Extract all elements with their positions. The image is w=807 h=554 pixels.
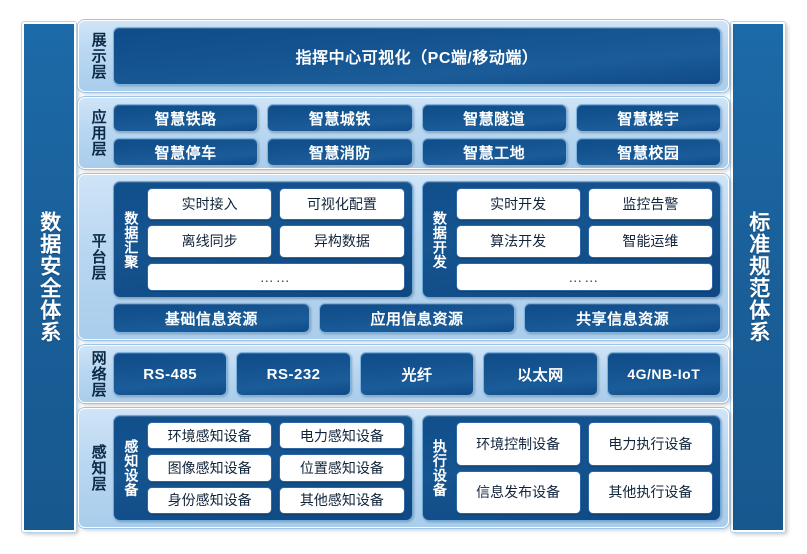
application-item-0[interactable]: 智慧铁路: [113, 104, 259, 132]
perception-cell-1-2[interactable]: 信息发布设备: [455, 470, 581, 514]
layer-label-perception: 感知层: [89, 444, 107, 492]
network-item-3[interactable]: 以太网: [483, 352, 598, 396]
platform-resource-row: 基础信息资源 应用信息资源 共享信息资源: [113, 303, 721, 333]
perception-cell-0-5[interactable]: 其他感知设备: [279, 486, 405, 514]
perception-cell-1-3[interactable]: 其他执行设备: [587, 470, 713, 514]
layer-label-presentation: 展示层: [89, 32, 107, 80]
platform-cell-0-3[interactable]: 异构数据: [279, 225, 405, 258]
platform-cell-0-more[interactable]: ……: [147, 262, 405, 291]
network-item-1[interactable]: RS-232: [236, 352, 351, 396]
application-item-5[interactable]: 智慧消防: [267, 138, 413, 166]
application-body: 智慧铁路 智慧城铁 智慧隧道 智慧楼宇 智慧停车 智慧消防 智慧工地 智慧校园: [113, 104, 721, 166]
application-item-1[interactable]: 智慧城铁: [267, 104, 413, 132]
application-item-6[interactable]: 智慧工地: [421, 138, 567, 166]
platform-cell-0-2[interactable]: 离线同步: [147, 225, 273, 258]
layer-stack: 展示层 指挥中心可视化（PC端/移动端） 应用层 智慧铁路 智慧城铁 智慧隧道 …: [78, 20, 729, 534]
network-item-2[interactable]: 光纤: [359, 352, 475, 396]
right-vertical-band-standards: 标准规范体系: [731, 22, 785, 532]
perception-cell-0-3[interactable]: 位置感知设备: [279, 454, 405, 482]
perception-cell-0-1[interactable]: 电力感知设备: [279, 422, 405, 450]
application-item-4[interactable]: 智慧停车: [113, 138, 259, 166]
layer-platform: 平台层 数据汇聚 实时接入 可视化配置 离线同步 异构数据 ……: [78, 174, 729, 340]
platform-group-label-0: 数据汇聚: [123, 210, 140, 269]
layer-label-network: 网络层: [89, 350, 107, 398]
layer-label-platform: 平台层: [89, 233, 107, 281]
perception-group-actuator-devices: 执行设备 环境控制设备 电力执行设备 信息发布设备 其他执行设备: [421, 415, 721, 521]
platform-cell-1-more[interactable]: ……: [455, 262, 713, 291]
platform-group-data-development: 数据开发 实时开发 监控告警 算法开发 智能运维 ……: [421, 181, 721, 298]
perception-cell-0-2[interactable]: 图像感知设备: [147, 454, 273, 482]
platform-cell-0-1[interactable]: 可视化配置: [279, 188, 405, 221]
perception-cells-1: 环境控制设备 电力执行设备 信息发布设备 其他执行设备: [455, 422, 713, 514]
perception-cell-0-4[interactable]: 身份感知设备: [147, 486, 273, 514]
perception-cell-1-0[interactable]: 环境控制设备: [455, 422, 581, 466]
perception-cells-0: 环境感知设备 电力感知设备 图像感知设备 位置感知设备 身份感知设备 其他感知设…: [147, 422, 405, 514]
application-item-3[interactable]: 智慧楼宇: [575, 104, 721, 132]
perception-group-label-1: 执行设备: [431, 439, 448, 497]
right-band-label: 标准规范体系: [746, 211, 770, 343]
platform-resource-0[interactable]: 基础信息资源: [113, 303, 310, 333]
application-item-7[interactable]: 智慧校园: [575, 138, 721, 166]
platform-resource-2[interactable]: 共享信息资源: [524, 303, 721, 333]
platform-body: 数据汇聚 实时接入 可视化配置 离线同步 异构数据 …… 数据开发 实时开发: [113, 181, 721, 333]
layer-label-application: 应用层: [89, 109, 107, 157]
left-band-label: 数据安全体系: [37, 211, 61, 343]
presentation-item-command-center[interactable]: 指挥中心可视化（PC端/移动端）: [113, 27, 721, 85]
perception-body: 感知设备 环境感知设备 电力感知设备 图像感知设备 位置感知设备 身份感知设备 …: [113, 415, 721, 521]
application-item-2[interactable]: 智慧隧道: [421, 104, 567, 132]
platform-cells-0: 实时接入 可视化配置 离线同步 异构数据 ……: [147, 188, 405, 291]
perception-group-sensing-devices: 感知设备 环境感知设备 电力感知设备 图像感知设备 位置感知设备 身份感知设备 …: [113, 415, 413, 521]
platform-cell-1-3[interactable]: 智能运维: [587, 225, 713, 258]
network-item-0[interactable]: RS-485: [113, 352, 228, 396]
network-item-4[interactable]: 4G/NB-IoT: [606, 352, 721, 396]
platform-group-data-aggregation: 数据汇聚 实时接入 可视化配置 离线同步 异构数据 ……: [113, 181, 413, 298]
platform-groups: 数据汇聚 实时接入 可视化配置 离线同步 异构数据 …… 数据开发 实时开发: [113, 181, 721, 298]
platform-cells-1: 实时开发 监控告警 算法开发 智能运维 ……: [455, 188, 713, 291]
perception-cell-0-0[interactable]: 环境感知设备: [147, 422, 273, 450]
network-body: RS-485 RS-232 光纤 以太网 4G/NB-IoT: [113, 352, 721, 396]
layer-application: 应用层 智慧铁路 智慧城铁 智慧隧道 智慧楼宇 智慧停车 智慧消防 智慧工地 智…: [78, 97, 729, 169]
platform-cell-0-0[interactable]: 实时接入: [147, 188, 273, 221]
layer-perception: 感知层 感知设备 环境感知设备 电力感知设备 图像感知设备 位置感知设备 身份感…: [78, 408, 729, 528]
network-grid: RS-485 RS-232 光纤 以太网 4G/NB-IoT: [113, 352, 721, 396]
left-vertical-band-data-security: 数据安全体系: [22, 22, 76, 532]
perception-cell-1-1[interactable]: 电力执行设备: [587, 422, 713, 466]
platform-group-label-1: 数据开发: [431, 210, 448, 269]
platform-cell-1-0[interactable]: 实时开发: [455, 188, 581, 221]
platform-cell-1-2[interactable]: 算法开发: [455, 225, 581, 258]
platform-cell-1-1[interactable]: 监控告警: [587, 188, 713, 221]
layer-presentation: 展示层 指挥中心可视化（PC端/移动端）: [78, 20, 729, 92]
perception-group-label-0: 感知设备: [123, 439, 140, 497]
layer-network: 网络层 RS-485 RS-232 光纤 以太网 4G/NB-IoT: [78, 345, 729, 403]
application-grid: 智慧铁路 智慧城铁 智慧隧道 智慧楼宇 智慧停车 智慧消防 智慧工地 智慧校园: [113, 104, 721, 166]
presentation-body: 指挥中心可视化（PC端/移动端）: [113, 27, 721, 85]
platform-resource-1[interactable]: 应用信息资源: [318, 303, 516, 333]
perception-groups: 感知设备 环境感知设备 电力感知设备 图像感知设备 位置感知设备 身份感知设备 …: [113, 415, 721, 521]
